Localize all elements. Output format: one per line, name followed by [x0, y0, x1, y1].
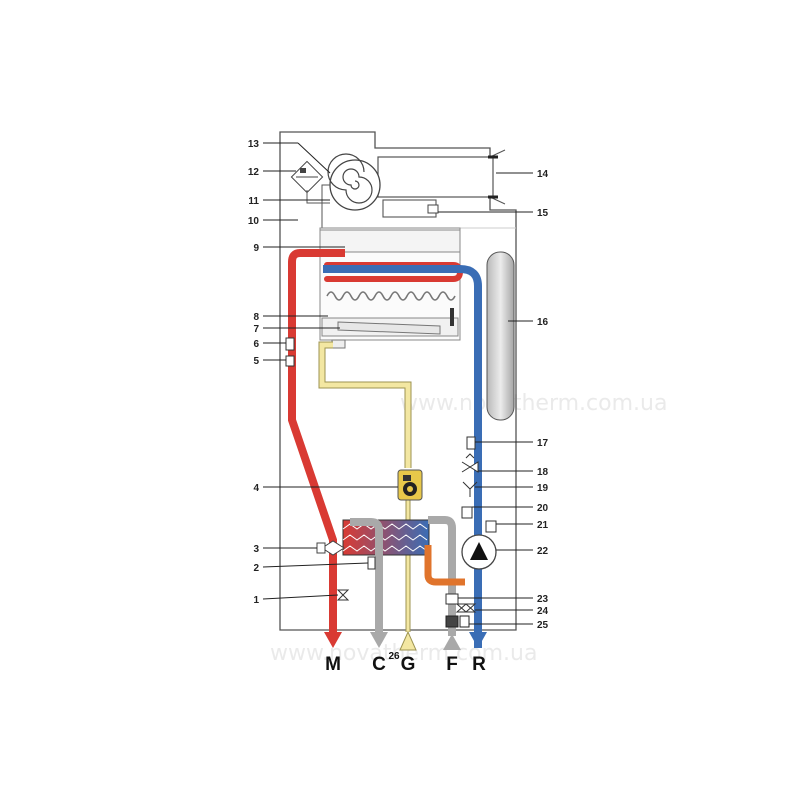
callout-21: 21 [537, 520, 549, 531]
dhw-outlet-pipe [424, 545, 465, 586]
gas-pipe [318, 341, 417, 651]
filter [445, 615, 470, 628]
pressure-switch [461, 506, 473, 519]
callout-19: 19 [537, 483, 549, 494]
combustion-chamber [319, 227, 461, 341]
leader-lines-right [438, 172, 533, 625]
primary-heat-exchanger-coil [326, 291, 456, 326]
callout-labels-right: 14 15 16 17 18 19 20 21 22 23 24 25 [537, 169, 549, 631]
callout-16: 16 [537, 317, 549, 328]
callout-7: 7 [253, 324, 259, 335]
port-f: F [446, 654, 458, 675]
boiler-casing [279, 131, 517, 631]
bypass-valve [336, 589, 350, 601]
port-m: M [325, 654, 341, 675]
diverter-valve [316, 540, 345, 556]
callout-10: 10 [248, 216, 260, 227]
callout-13: 13 [248, 139, 260, 150]
callout-22: 22 [537, 546, 549, 557]
fill-valve [455, 603, 477, 613]
auto-air-vent [485, 520, 497, 533]
callout-labels-left: 13 12 11 10 9 8 7 6 5 4 3 2 1 [248, 139, 260, 606]
callout-14: 14 [537, 169, 549, 180]
callout-8: 8 [253, 312, 259, 323]
flow-switch [445, 593, 459, 605]
callout-15: 15 [537, 208, 549, 219]
port-r: R [472, 654, 486, 675]
air-pressure-switch [290, 160, 330, 204]
cold-water-pipe [350, 516, 461, 650]
svg-text:www.novatherm.com.ua: www.novatherm.com.ua [400, 391, 667, 416]
callout-24: 24 [537, 606, 549, 617]
gas-valve [397, 469, 423, 501]
callout-6: 6 [253, 339, 259, 350]
flue-assembly [377, 149, 506, 218]
port-g: G [401, 654, 416, 675]
leader-lines-left [262, 142, 398, 600]
pump [461, 534, 497, 570]
sensor-5 [285, 355, 295, 367]
callout-3: 3 [253, 544, 259, 555]
safety-valve [461, 453, 479, 473]
drain-valve [462, 481, 478, 497]
expansion-vessel [486, 251, 515, 421]
port-c: C [372, 654, 386, 675]
callout-20: 20 [537, 503, 549, 514]
callout-25: 25 [537, 620, 549, 631]
sensor-2 [367, 556, 376, 570]
callout-18: 18 [537, 467, 549, 478]
callout-11: 11 [248, 196, 259, 207]
callout-1: 1 [253, 595, 259, 606]
sensor-17 [466, 436, 476, 450]
callout-5: 5 [253, 356, 259, 367]
callout-17: 17 [537, 438, 549, 449]
callout-12: 12 [248, 167, 260, 178]
connection-labels: M C 26 G F R [325, 651, 486, 675]
callout-4: 4 [253, 483, 259, 494]
callout-23: 23 [537, 594, 549, 605]
callout-9: 9 [253, 243, 259, 254]
burner [321, 317, 459, 349]
fan [321, 153, 381, 228]
callout-26: 26 [388, 651, 400, 662]
callout-2: 2 [253, 563, 259, 574]
sensor-6 [285, 337, 295, 351]
